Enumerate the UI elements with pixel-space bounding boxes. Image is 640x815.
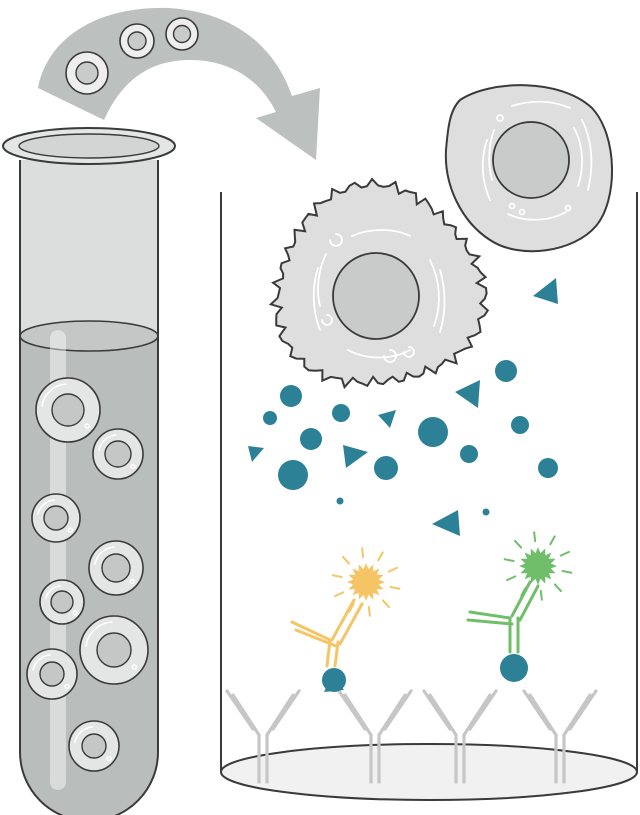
arrow-cell: [65, 51, 109, 95]
signal-ray: [377, 551, 384, 562]
liquid-surface: [19, 320, 159, 352]
signal-ray: [520, 586, 527, 597]
protein-dot: [511, 416, 529, 434]
signal-ray: [381, 599, 390, 609]
suspended-cell: [35, 377, 101, 443]
protein-dot: [460, 445, 478, 463]
signal-ray: [559, 550, 570, 557]
protein-triangle: [378, 410, 396, 428]
well-bottom: [220, 743, 638, 801]
capture-antibody: [337, 689, 413, 784]
protein-dot: [538, 458, 558, 478]
protein-triangle: [533, 278, 558, 304]
protein-dot: [336, 497, 344, 505]
protein-dot: [374, 456, 398, 480]
protein-triangle: [432, 510, 460, 536]
capture-antibody: [422, 689, 498, 784]
suspended-cell: [92, 428, 144, 480]
assay-well-icon: [220, 192, 638, 801]
suspended-cells: [26, 377, 149, 772]
test-tube-icon: [2, 127, 176, 815]
protein-triangle: [343, 445, 368, 468]
protein-dot: [332, 404, 350, 422]
protein-dot: [278, 460, 308, 490]
capture-antibody-icon: [225, 689, 598, 784]
suspended-cell: [79, 615, 149, 685]
capture-antibody: [522, 689, 598, 784]
signal-ray: [539, 589, 543, 601]
transfer-arrow-icon: [38, 7, 320, 160]
suspended-cell: [39, 579, 85, 625]
signal-ray: [389, 585, 401, 590]
suspended-cell: [68, 720, 120, 772]
protein-dot: [418, 417, 448, 447]
resting-cell-icon: [444, 84, 613, 253]
signal-ray: [533, 531, 537, 543]
signal-ray: [387, 566, 398, 573]
protein-triangle: [455, 380, 480, 408]
secreted-protein-icon: [248, 278, 558, 536]
arrow-cell: [165, 17, 199, 51]
signal-ray: [367, 605, 371, 617]
detection-complex-yellow: [290, 547, 401, 692]
protein-dot: [495, 360, 517, 382]
signal-ray: [334, 591, 345, 598]
protein-dot: [263, 411, 277, 425]
arrow-cell: [119, 23, 155, 59]
signal-ray: [553, 583, 562, 593]
detection-antibody-icon: [290, 531, 573, 692]
signal-ray: [348, 602, 355, 613]
capture-antibody: [225, 689, 301, 784]
suspended-cell: [26, 648, 78, 700]
signal-ray: [561, 569, 573, 574]
signal-ray: [361, 547, 365, 559]
protein-dot: [300, 428, 322, 450]
signal-ray: [514, 539, 523, 549]
detection-complex-green: [466, 531, 573, 682]
signal-ray: [549, 535, 556, 546]
activated-immune-cell-icon: [268, 177, 490, 390]
signal-ray: [331, 574, 343, 579]
protein-triangle: [248, 446, 264, 462]
suspended-cell: [31, 493, 81, 543]
protein-dot: [482, 508, 490, 516]
signal-ray: [342, 555, 351, 565]
suspended-cell: [88, 540, 144, 596]
protein-dot: [280, 385, 302, 407]
signal-ray: [503, 558, 515, 563]
signal-ray: [506, 575, 517, 582]
